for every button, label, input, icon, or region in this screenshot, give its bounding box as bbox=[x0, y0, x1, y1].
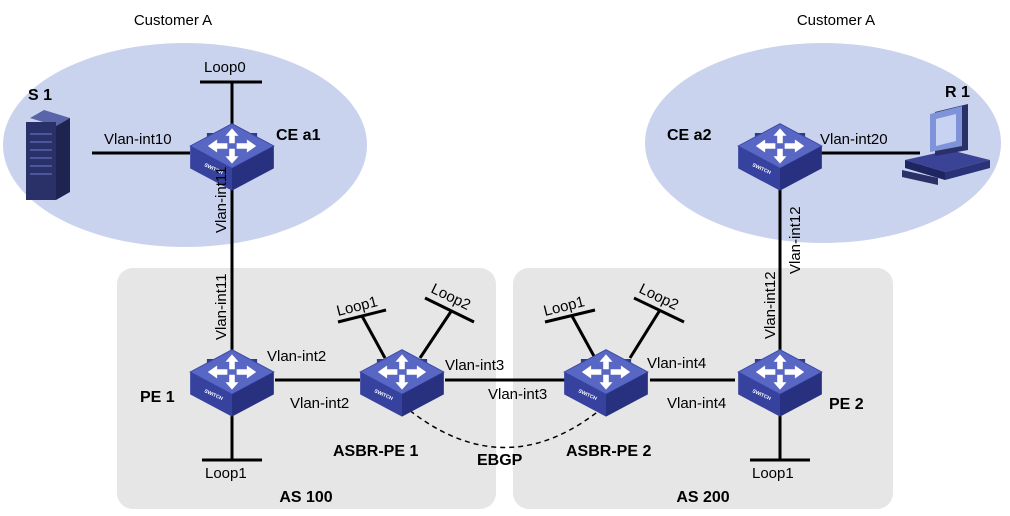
ce-a2-pe2-if-label: Vlan-int12 bbox=[787, 206, 804, 274]
s1-ce-a1-if-label: Vlan-int10 bbox=[104, 131, 172, 148]
asbr2-pe2-if-label: Vlan-int4 bbox=[647, 355, 706, 372]
ce-a1-pe1-if-label: Vlan-int11 bbox=[213, 167, 230, 233]
pe2-loop1-label: Loop1 bbox=[752, 465, 794, 482]
as-region-label-right: AS 200 bbox=[676, 489, 729, 506]
as-region-label-left: AS 100 bbox=[279, 489, 332, 506]
pe2-asbr2-if-label: Vlan-int4 bbox=[667, 395, 726, 412]
asbr1-loop2-bar bbox=[424, 296, 475, 324]
customer-site-label-left: Customer A bbox=[134, 12, 212, 29]
asbr1-loop1-bar bbox=[337, 308, 387, 324]
asbr2-asbr1-if-label: Vlan-int3 bbox=[488, 386, 547, 403]
pe1-loop1-label: Loop1 bbox=[205, 465, 247, 482]
as-region-left bbox=[117, 268, 496, 509]
asbr-pe2-label: ASBR-PE 2 bbox=[566, 443, 651, 460]
asbr-pe1-label: ASBR-PE 1 bbox=[333, 443, 418, 460]
customer-site-right bbox=[645, 43, 1001, 243]
ebgp-label: EBGP bbox=[477, 452, 523, 469]
ce-a1-label: CE a1 bbox=[276, 127, 321, 144]
asbr1-asbr2-if-label: Vlan-int3 bbox=[445, 357, 504, 374]
asbr1-pe1-if-label: Vlan-int2 bbox=[290, 395, 349, 412]
link-asbr2-loop2 bbox=[628, 309, 662, 359]
ce-a1-loop0-label: Loop0 bbox=[204, 59, 246, 76]
ce-a2-r1-if-label: Vlan-int20 bbox=[820, 131, 888, 148]
pe2-label: PE 2 bbox=[829, 396, 864, 413]
pe1-asbr1-if-label: Vlan-int2 bbox=[267, 348, 326, 365]
computer-icon[interactable] bbox=[902, 104, 990, 185]
ebgp-session-link bbox=[402, 404, 607, 449]
asbr2-loop1-bar bbox=[544, 308, 596, 324]
server-icon[interactable] bbox=[26, 110, 70, 200]
customer-site-label-right: Customer A bbox=[797, 12, 875, 29]
asbr2-loop2-bar bbox=[633, 296, 685, 324]
link-asbr2-loop1 bbox=[570, 315, 597, 359]
s1-label: S 1 bbox=[28, 87, 52, 104]
pe2-ce-a2-if-label: Vlan-int12 bbox=[762, 271, 779, 339]
pe1-label: PE 1 bbox=[140, 389, 175, 406]
ce-a2-label: CE a2 bbox=[667, 127, 712, 144]
as-region-right bbox=[513, 268, 893, 509]
pe1-ce-a1-if-label: Vlan-int11 bbox=[213, 274, 230, 340]
link-asbr1-loop1 bbox=[360, 315, 387, 359]
customer-site-left bbox=[3, 43, 367, 247]
link-asbr1-loop2 bbox=[418, 309, 454, 359]
r1-label: R 1 bbox=[945, 84, 970, 101]
